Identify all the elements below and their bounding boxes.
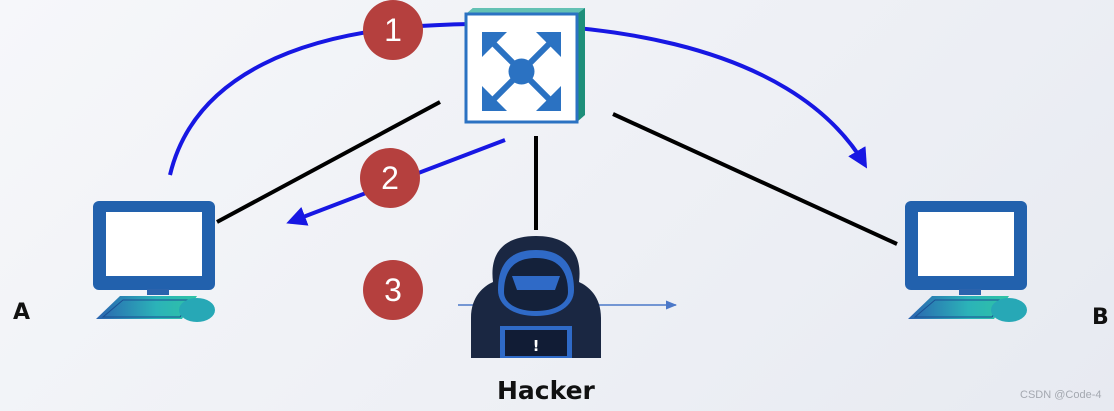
hacker-label: Hacker xyxy=(497,376,595,405)
link-switch-b xyxy=(612,112,898,246)
hooded-hacker-icon: ! xyxy=(471,236,601,358)
hacker-screen-mark: ! xyxy=(533,337,540,355)
step-2-number: 2 xyxy=(381,160,399,196)
step-3-number: 3 xyxy=(384,272,402,308)
link-switch-a xyxy=(216,100,441,224)
step-1-arrow xyxy=(168,21,868,176)
network-switch-icon xyxy=(464,8,585,124)
step-3-badge: 3 xyxy=(363,260,423,320)
computer-b-icon xyxy=(905,201,1027,322)
watermark: CSDN @Code-4 xyxy=(1020,389,1102,401)
step-1-badge: 1 xyxy=(363,0,423,60)
step-2-badge: 2 xyxy=(360,148,420,208)
step-1-number: 1 xyxy=(384,12,402,48)
computer-a-icon xyxy=(93,201,215,322)
node-b-label: B xyxy=(1092,305,1109,330)
node-a-label: A xyxy=(13,300,31,325)
